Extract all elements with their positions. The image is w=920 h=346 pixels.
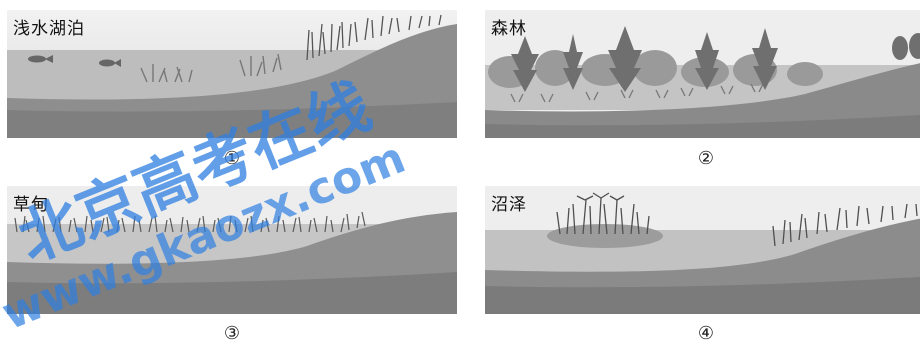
panel-number: ④: [697, 323, 715, 344]
grass-icon: [14, 211, 366, 233]
fish-icon: [28, 55, 121, 67]
panel-title: 森林: [491, 19, 527, 39]
reeds-icon: [556, 192, 918, 247]
shallow-lake-illustration: [7, 10, 457, 138]
submerged-plants-icon: [140, 53, 282, 83]
forest-illustration: [485, 10, 920, 138]
meadow-illustration: [7, 186, 457, 314]
panel-title: 草甸: [13, 195, 49, 215]
reeds-icon: [306, 14, 442, 61]
panel-swamp: 沼泽: [485, 186, 920, 314]
panel-title: 沼泽: [491, 195, 527, 215]
panel-title: 浅水湖泊: [13, 19, 85, 39]
panel-meadow: 草甸: [7, 186, 457, 314]
panel-number: ②: [697, 148, 715, 169]
conifer-trees-icon: [511, 26, 920, 92]
shrubs-icon: [510, 83, 764, 103]
panel-number: ①: [223, 148, 241, 169]
panel-shallow-lake: 浅水湖泊: [7, 10, 457, 138]
panel-forest: 森林: [485, 10, 920, 138]
swamp-illustration: [485, 186, 920, 314]
panel-number: ③: [223, 323, 241, 344]
